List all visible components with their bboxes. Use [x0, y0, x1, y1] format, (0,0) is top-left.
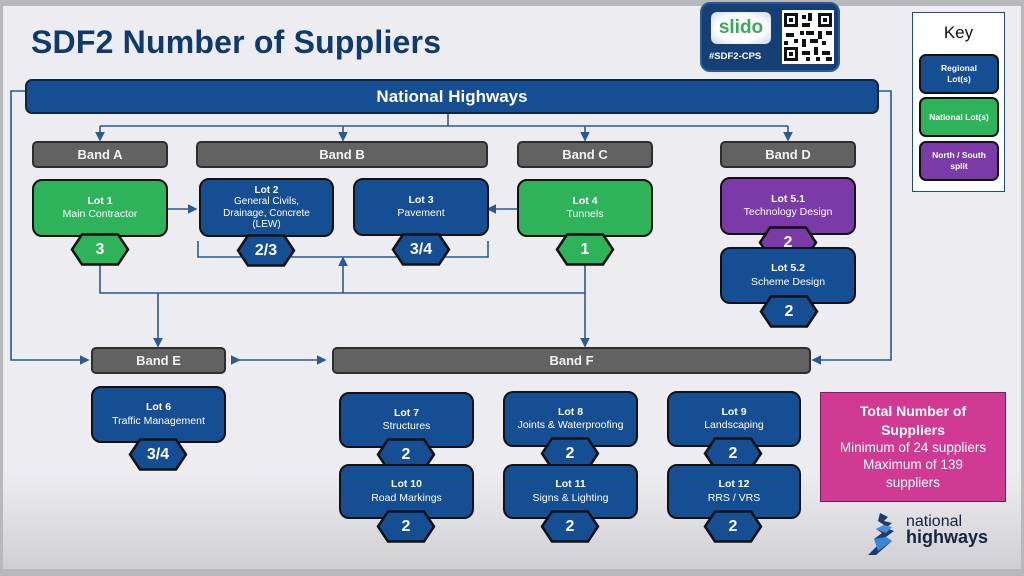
- slide: SDF2 Number of Suppliers slido #SDF2-CPS: [3, 2, 1021, 569]
- brand-line-1: national: [906, 513, 963, 530]
- supplier-count-value: 2: [401, 517, 411, 535]
- total-heading: Total Number of: [859, 403, 967, 420]
- key-item-label: Lot(s): [947, 74, 971, 84]
- brand-line-2: highways: [906, 527, 989, 548]
- lot-11-card: Lot 11 Signs & Lighting: [503, 464, 638, 519]
- key-title: Key: [943, 23, 974, 42]
- lot-2-card: Lot 2 General Civils, Drainage, Concrete…: [199, 178, 334, 237]
- key-item-label: Regional: [941, 63, 977, 74]
- lot-name: Lot 11: [555, 478, 586, 491]
- supplier-count-value: 2: [401, 445, 411, 463]
- connector-root-to-band-f: [811, 90, 892, 365]
- connector-horizontal-mid: [99, 264, 585, 294]
- lot-name: Lot 9: [721, 405, 747, 418]
- lot-6-supplier-count: 3/4: [128, 438, 188, 471]
- band-f: Band F: [332, 347, 811, 374]
- lot-desc: Scheme Design: [750, 275, 826, 288]
- lot-name: Lot 3: [408, 193, 434, 206]
- total-suppliers-box: Total Number of Suppliers Minimum of 24 …: [820, 392, 1006, 502]
- band-d: Band D: [720, 141, 856, 168]
- slido-hashtag: #SDF2-CPS: [709, 51, 762, 62]
- total-maximum: Maximum of 139: [863, 457, 963, 473]
- slido-badge[interactable]: slido #SDF2-CPS: [700, 2, 840, 72]
- qr-code-icon: [782, 10, 834, 64]
- lot-6-card: Lot 6 Traffic Management: [91, 386, 226, 443]
- connector-root-to-band-e: [10, 90, 90, 365]
- lot-desc: Technology Design: [743, 206, 833, 218]
- total-heading: Suppliers: [881, 421, 945, 438]
- lot-name: Lot 7: [393, 406, 420, 419]
- band-b: Band B: [196, 141, 488, 168]
- lot-name: Lot 6: [145, 401, 172, 414]
- lot-name: Lot 4: [572, 194, 598, 207]
- lot-desc: Landscaping: [704, 419, 764, 431]
- connector-lines: [10, 90, 892, 365]
- lot-name: Lot 5.1: [771, 192, 805, 205]
- lot-desc: Road Markings: [371, 491, 442, 504]
- lot-name: Lot 8: [557, 405, 584, 418]
- lot-5-1-card: Lot 5.1 Technology Design: [720, 177, 856, 235]
- lot-3-card: Lot 3 Pavement: [353, 178, 489, 236]
- lot-12-supplier-count: 2: [703, 510, 763, 543]
- supplier-count-value: 3/4: [146, 445, 170, 463]
- slido-logo: slido: [711, 12, 771, 44]
- lot-name: Lot 12: [718, 478, 750, 491]
- lot-desc: Joints & Waterproofing: [517, 419, 624, 431]
- band-e: Band E: [91, 347, 226, 374]
- key-item-national: National Lot(s): [919, 97, 999, 137]
- supplier-count-value: 2: [565, 517, 575, 535]
- lot-name: Lot 10: [391, 478, 422, 491]
- lot-desc: General Civils,: [233, 196, 300, 207]
- lot-11-supplier-count: 2: [540, 510, 600, 543]
- lot-desc: Structures: [382, 420, 431, 432]
- lot-desc: Main Contractor: [62, 208, 138, 220]
- lot-name: Lot 1: [87, 194, 113, 207]
- lot-desc: Traffic Management: [112, 414, 205, 427]
- root-node-national-highways: National Highways: [25, 79, 879, 114]
- lot-4-supplier-count: 1: [555, 233, 615, 266]
- lot-desc: (LEW): [252, 219, 281, 230]
- lot-desc: Drainage, Concrete: [223, 207, 310, 219]
- lot-1-card: Lot 1 Main Contractor: [32, 179, 168, 237]
- lot-desc: Tunnels: [566, 208, 604, 220]
- total-minimum: Minimum of 24 suppliers: [839, 439, 987, 455]
- lot-desc: Signs & Lighting: [532, 491, 609, 504]
- supplier-count-value: 2/3: [254, 241, 278, 259]
- supplier-count-value: 3/4: [409, 240, 433, 258]
- brand-wordmark: national highways: [906, 513, 989, 548]
- lot-name: Lot 2: [254, 184, 279, 196]
- supplier-count-value: 2: [784, 302, 794, 320]
- national-highways-logo: national highways: [866, 511, 1006, 556]
- key-item-label: National Lot(s): [929, 111, 989, 122]
- supplier-count-value: 3: [95, 240, 105, 258]
- supplier-count-value: 2: [783, 233, 793, 251]
- lot-10-card: Lot 10 Road Markings: [339, 464, 474, 519]
- lot-name: Lot 5.2: [771, 262, 805, 275]
- supplier-count-value: 2: [728, 444, 738, 462]
- supplier-count-value: 1: [580, 240, 590, 258]
- key-item-label: split: [950, 161, 968, 171]
- band-c: Band C: [517, 141, 653, 168]
- supplier-count-value: 2: [565, 444, 575, 462]
- lot-5-2-supplier-count: 2: [759, 295, 819, 328]
- total-maximum: suppliers: [885, 474, 941, 490]
- lot-4-card: Lot 4 Tunnels: [517, 179, 653, 237]
- national-highways-logo-icon: [868, 513, 894, 555]
- lot-desc: Pavement: [397, 207, 445, 219]
- page-title: SDF2 Number of Suppliers: [31, 24, 442, 60]
- key-item-label: North / South: [932, 150, 986, 161]
- band-a: Band A: [32, 141, 168, 168]
- lot-5-2-card: Lot 5.2 Scheme Design: [720, 247, 856, 304]
- lot-3-supplier-count: 3/4: [391, 233, 451, 266]
- lot-1-supplier-count: 3: [70, 233, 130, 266]
- lot-2-supplier-count: 2/3: [236, 234, 296, 267]
- lot-10-supplier-count: 2: [376, 510, 436, 543]
- supplier-count-value: 2: [728, 517, 738, 535]
- lot-desc: RRS / VRS: [707, 491, 761, 504]
